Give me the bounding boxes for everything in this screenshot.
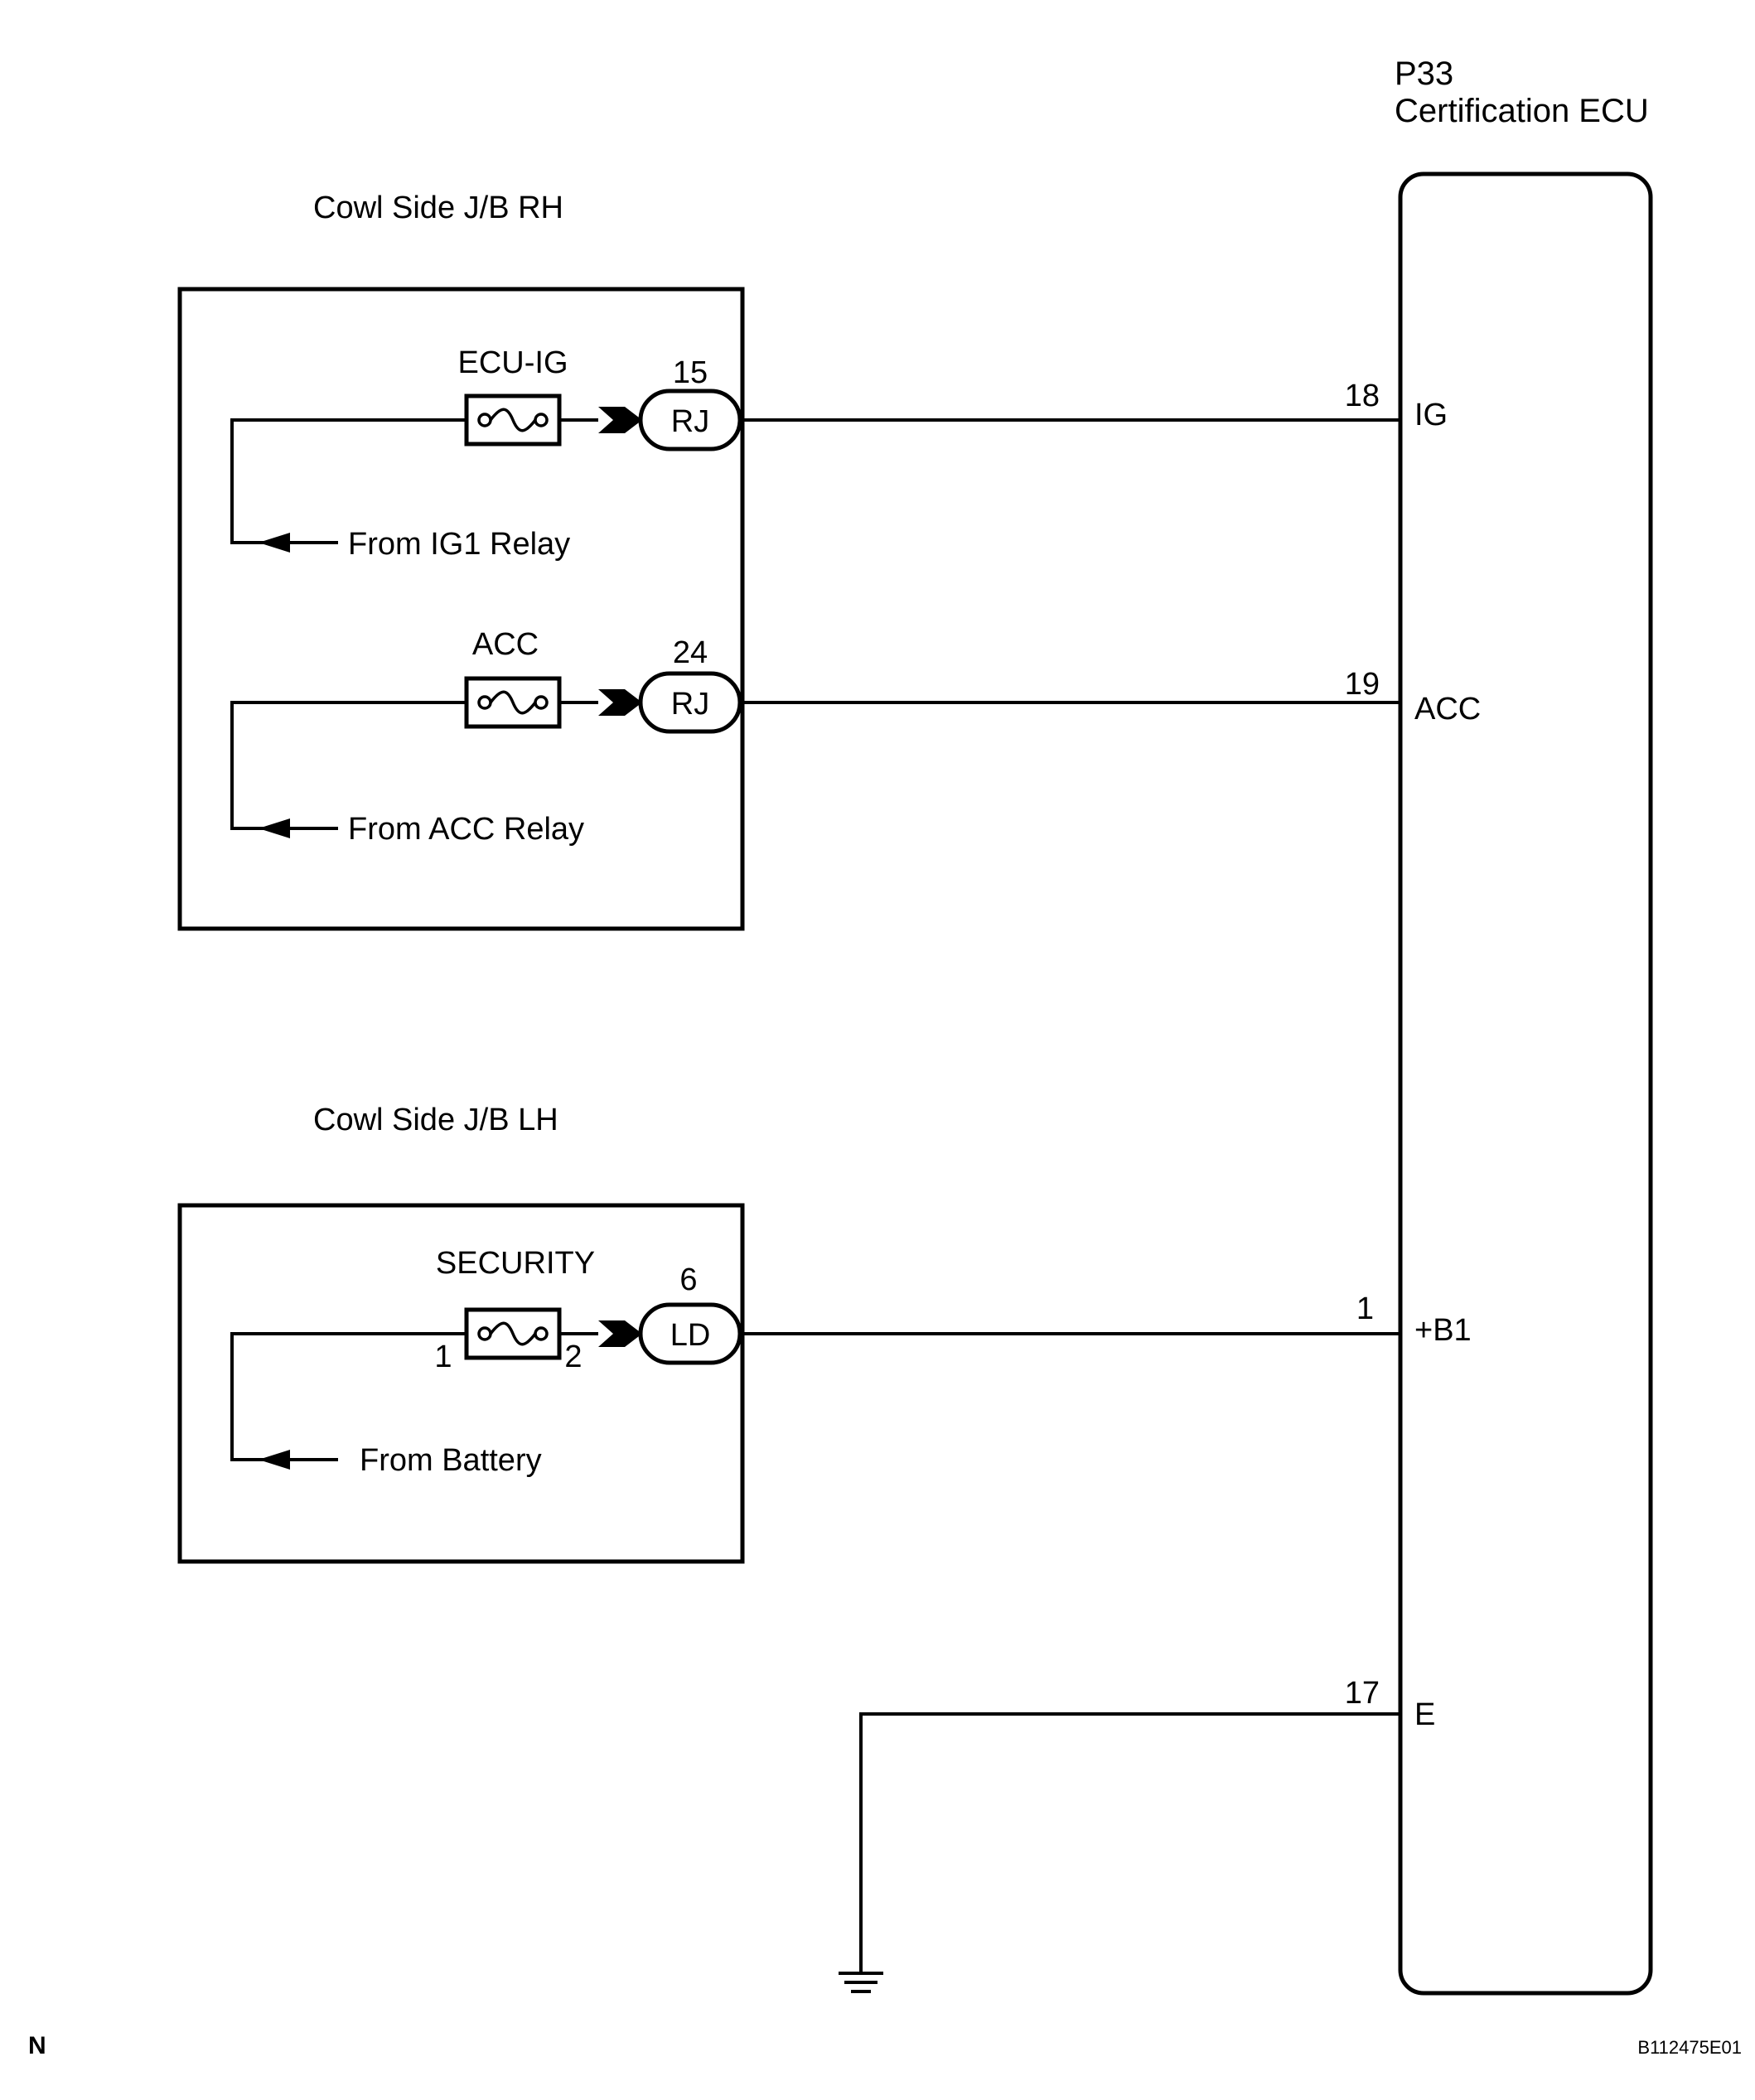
source-label: From IG1 Relay <box>348 527 570 562</box>
circuit-security: SECURITY 6 From Battery 1 2 LD 1 +B1 <box>230 1246 1472 1478</box>
connector-pin-number: 6 <box>679 1262 697 1297</box>
arrow-icon <box>259 1450 290 1470</box>
ecu-pin-number: 1 <box>1356 1291 1374 1326</box>
connector-arrow-icon <box>598 689 642 716</box>
certification-ecu-box <box>1398 171 1653 1996</box>
fuse-label: ACC <box>472 627 539 662</box>
fuse-label: SECURITY <box>436 1246 595 1281</box>
circuit-acc: ACC 24 From ACC Relay RJ 19 ACC <box>230 627 1481 847</box>
ecu-terminal-label: ACC <box>1414 692 1481 727</box>
fuse-pin-in: 1 <box>434 1340 452 1374</box>
jb-rh-box <box>177 287 745 931</box>
source-label: From Battery <box>360 1443 542 1478</box>
connector-pin-number: 15 <box>673 355 708 390</box>
ecu-terminal-label: IG <box>1414 398 1448 432</box>
connector-arrow-icon <box>598 407 642 433</box>
connector-label: RJ <box>671 404 709 439</box>
ecu-name: Certification ECU <box>1395 93 1649 129</box>
connector-pin-number: 24 <box>673 635 708 670</box>
circuit-ground: 17 E <box>839 1676 1435 1993</box>
connector-label: RJ <box>671 687 709 722</box>
jb-rh-title: Cowl Side J/B RH <box>313 191 563 225</box>
ecu-terminal-label: E <box>1414 1697 1435 1732</box>
ecu-pin-number: 17 <box>1345 1676 1380 1711</box>
circuit-ecu-ig: ECU-IG 15 From IG1 Relay RJ 18 IG <box>230 345 1448 562</box>
jb-lh-title: Cowl Side J/B LH <box>313 1103 558 1137</box>
ecu-pin-number: 19 <box>1345 667 1380 702</box>
source-label: From ACC Relay <box>348 812 584 847</box>
region-code: N <box>28 2032 46 2059</box>
fuse-label: ECU-IG <box>458 345 568 380</box>
ecu-terminal-label: +B1 <box>1414 1313 1472 1348</box>
connector-label: LD <box>670 1318 711 1353</box>
figure-id: B112475E01 <box>1637 2037 1742 2058</box>
fuse-pin-out: 2 <box>564 1340 582 1374</box>
jb-lh-box <box>177 1203 745 1564</box>
ground-icon <box>839 1972 883 1993</box>
arrow-icon <box>259 533 290 553</box>
ecu-code: P33 <box>1395 56 1453 92</box>
connector-arrow-icon <box>598 1320 642 1347</box>
arrow-icon <box>259 818 290 838</box>
ecu-pin-number: 18 <box>1345 379 1380 413</box>
